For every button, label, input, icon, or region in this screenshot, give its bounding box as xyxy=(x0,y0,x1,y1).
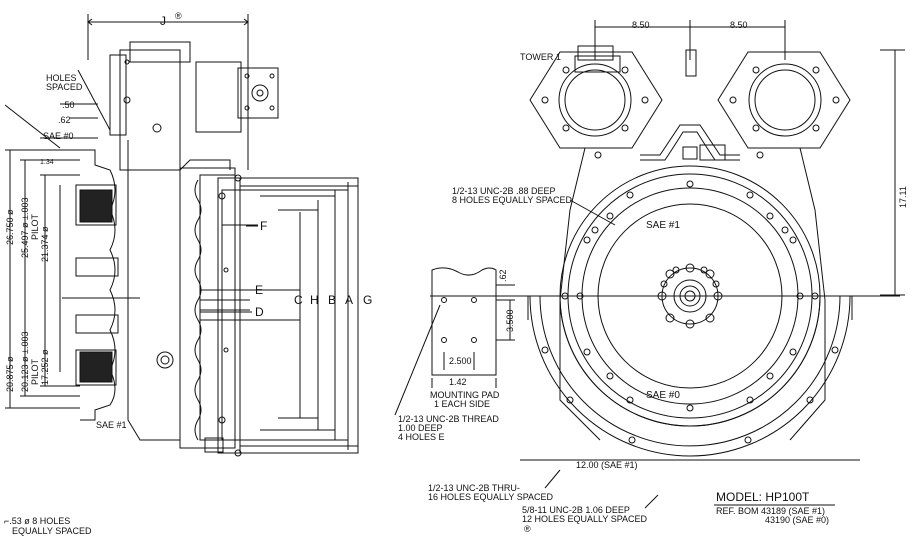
dim-850-right: 8.50 xyxy=(730,20,748,30)
mounting-pad-line1: MOUNTING PAD xyxy=(430,390,500,400)
letter-h: H xyxy=(310,293,319,307)
dim-20875: 20.875 ø xyxy=(5,356,15,392)
dim-2500: 2.500 xyxy=(449,356,472,366)
dim-1200: 12.00 (SAE #1) xyxy=(576,460,638,470)
letter-e: E xyxy=(255,283,264,297)
sae1-bottom-label: SAE #1 xyxy=(96,420,127,430)
tower-label: TOWER 1 xyxy=(520,52,561,62)
note-thread-2-line3: 4 HOLES E xyxy=(398,432,445,442)
dim-062-pad: .62 xyxy=(498,269,508,282)
note-thread-4-line2: 12 HOLES EQUALLY SPACED xyxy=(522,514,648,524)
note-thread-4-line1: 5/8-11 UNC-2B 1.06 DEEP xyxy=(522,505,630,515)
holes-label-line2: SPACED xyxy=(46,82,83,92)
holes-note-line2: EQUALLY SPACED xyxy=(12,526,92,536)
dim-050: .50 xyxy=(62,100,75,110)
dim-26750: 26.750 ø xyxy=(5,209,15,245)
letter-g: G xyxy=(363,293,373,307)
dim-j-label: J xyxy=(160,14,166,28)
dim-850-left: 8.50 xyxy=(632,20,650,30)
dim-062: .62 xyxy=(58,115,71,125)
dim-20123: 20.123 ø ±.003 xyxy=(20,331,30,392)
model-label: MODEL: HP100T xyxy=(716,490,810,504)
note-thread-3-line2: 16 HOLES EQUALLY SPACED xyxy=(428,492,554,502)
dim-134: 1.34 xyxy=(40,159,54,166)
mounting-pad-line2: 1 EACH SIDE xyxy=(434,399,491,409)
note-thread-3-line1: 1/2-13 UNC-2B THRU- xyxy=(428,483,520,493)
dim-21374: 21.374 ø xyxy=(40,226,50,262)
letter-a: A xyxy=(345,293,354,307)
note-thread-2-line1: 1/2-13 UNC-2B THREAD xyxy=(398,414,499,424)
sae0-label: SAE #0 xyxy=(646,390,680,401)
dim-3500: 3.500 xyxy=(505,309,515,332)
note-thread-2-line2: 1.00 DEEP xyxy=(398,423,443,433)
dim-142: 1.42 xyxy=(449,377,467,387)
holes-label-line1: HOLES xyxy=(46,73,77,83)
note-symbol: ® xyxy=(524,524,531,534)
side-view xyxy=(5,14,358,456)
letter-d: D xyxy=(255,305,264,319)
dim-j-symbol: ® xyxy=(175,11,182,21)
letter-f: F xyxy=(260,219,268,233)
note-thread-1-line2: 8 HOLES EQUALLY SPACED xyxy=(452,195,573,205)
letter-c: C xyxy=(294,293,303,307)
dim-25497: 25.497 ø ±.003 xyxy=(20,197,30,258)
ref-bom-line2: 43190 (SAE #0) xyxy=(765,515,830,525)
dim-17252: 17.252 ø xyxy=(40,349,50,385)
holes-note-line1: ⌐.53 ø 8 HOLES xyxy=(4,516,71,526)
note-thread-1-line1: 1/2-13 UNC-2B .88 DEEP xyxy=(452,186,556,196)
pilot-lower: PILOT xyxy=(30,358,40,385)
sae1-label: SAE #1 xyxy=(646,220,680,231)
sae0-top-label: SAE #0 xyxy=(43,131,74,141)
pilot-upper: PILOT xyxy=(30,213,40,240)
ref-bom-line1: REF. BOM 43189 (SAE #1) xyxy=(716,506,826,516)
letter-b: B xyxy=(328,293,337,307)
front-view xyxy=(395,20,905,508)
dim-1711: 17.11 xyxy=(898,186,908,208)
